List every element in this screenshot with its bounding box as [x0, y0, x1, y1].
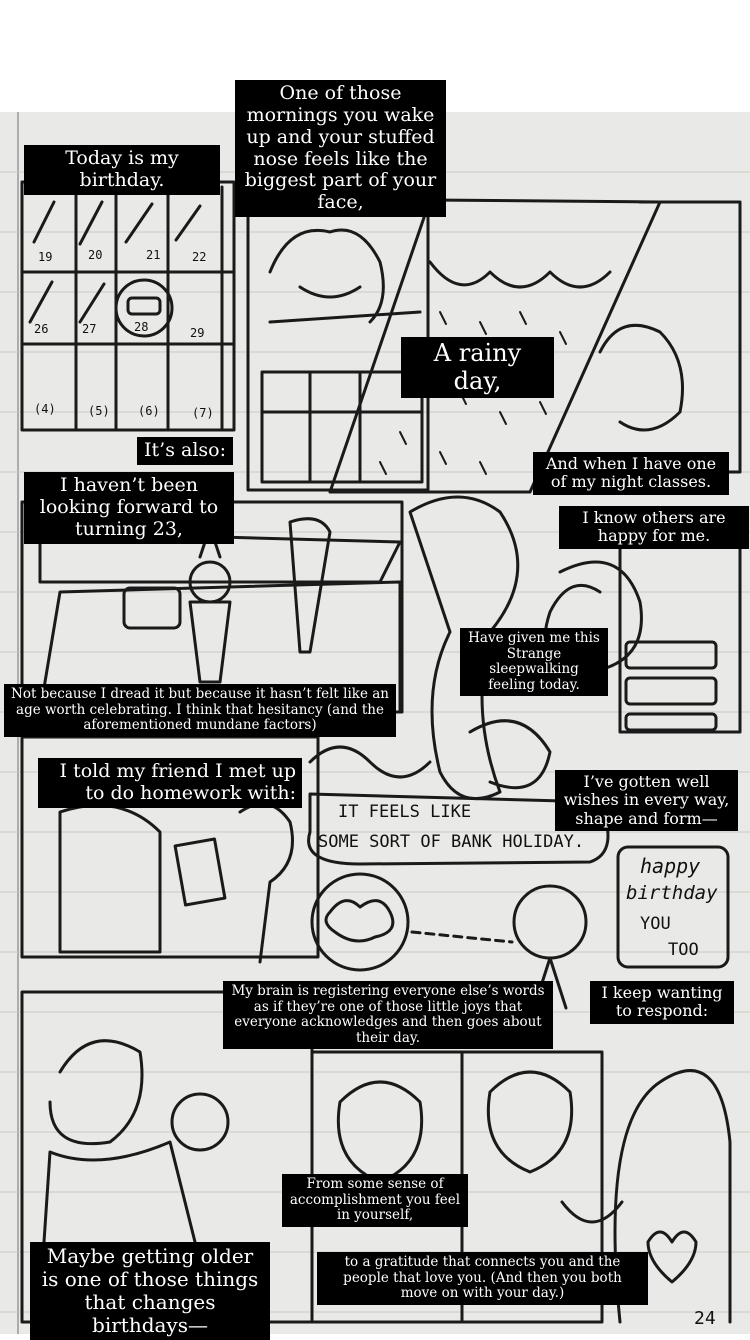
- calendar-day: (7): [192, 406, 214, 420]
- calendar-day: (6): [138, 404, 160, 418]
- caption-maybe-older: Maybe getting older is one of those thin…: [30, 1242, 270, 1340]
- caption-well-wishes: I’ve gotten well wishes in every way, sh…: [555, 770, 738, 832]
- calendar-day: (4): [34, 402, 56, 416]
- calendar-day: (5): [88, 404, 110, 418]
- caption-told-friend: I told my friend I met up to do homework…: [38, 758, 302, 808]
- caption-birthday: Today is my birthday.: [24, 145, 220, 195]
- caption-accomplishment: From some sense of accomplishment you fe…: [282, 1174, 468, 1227]
- calendar-day: 29: [190, 326, 205, 340]
- calendar-day: 26: [34, 322, 49, 336]
- caption-strange-feeling: Have given me this Strange sleepwalking …: [460, 628, 608, 697]
- caption-gratitude: to a gratitude that connects you and the…: [317, 1252, 648, 1305]
- card-text-too: TOO: [668, 940, 699, 960]
- handwritten-bank-holiday-line2: SOME SORT OF BANK HOLIDAY.: [318, 832, 585, 852]
- caption-brain: My brain is registering everyone else’s …: [223, 981, 553, 1050]
- calendar-day: 28: [134, 320, 149, 334]
- caption-not-looking-forward: I haven’t been looking forward to turnin…: [24, 472, 234, 544]
- handwritten-bank-holiday-line1: IT FEELS LIKE: [338, 802, 472, 822]
- caption-others-happy: I know others are happy for me.: [559, 506, 749, 549]
- caption-mornings: One of those mornings you wake up and yo…: [235, 80, 446, 218]
- card-text-you: YOU: [640, 914, 671, 934]
- calendar-day: 27: [82, 322, 97, 336]
- calendar-day: 21: [146, 248, 161, 262]
- caption-keep-wanting: I keep wanting to respond:: [590, 981, 734, 1024]
- calendar-day: 19: [38, 250, 53, 264]
- caption-its-also: It’s also:: [137, 437, 233, 465]
- page-number: 24: [694, 1308, 716, 1329]
- caption-night-classes: And when I have one of my night classes.: [533, 452, 729, 495]
- caption-dread: Not because I dread it but because it ha…: [4, 684, 396, 737]
- calendar-day: 20: [88, 248, 103, 262]
- card-text-happy: happy: [640, 854, 701, 878]
- card-text-birthday: birthday: [626, 882, 718, 904]
- caption-rainy-day: A rainy day,: [401, 337, 554, 399]
- calendar-day: 22: [192, 250, 207, 264]
